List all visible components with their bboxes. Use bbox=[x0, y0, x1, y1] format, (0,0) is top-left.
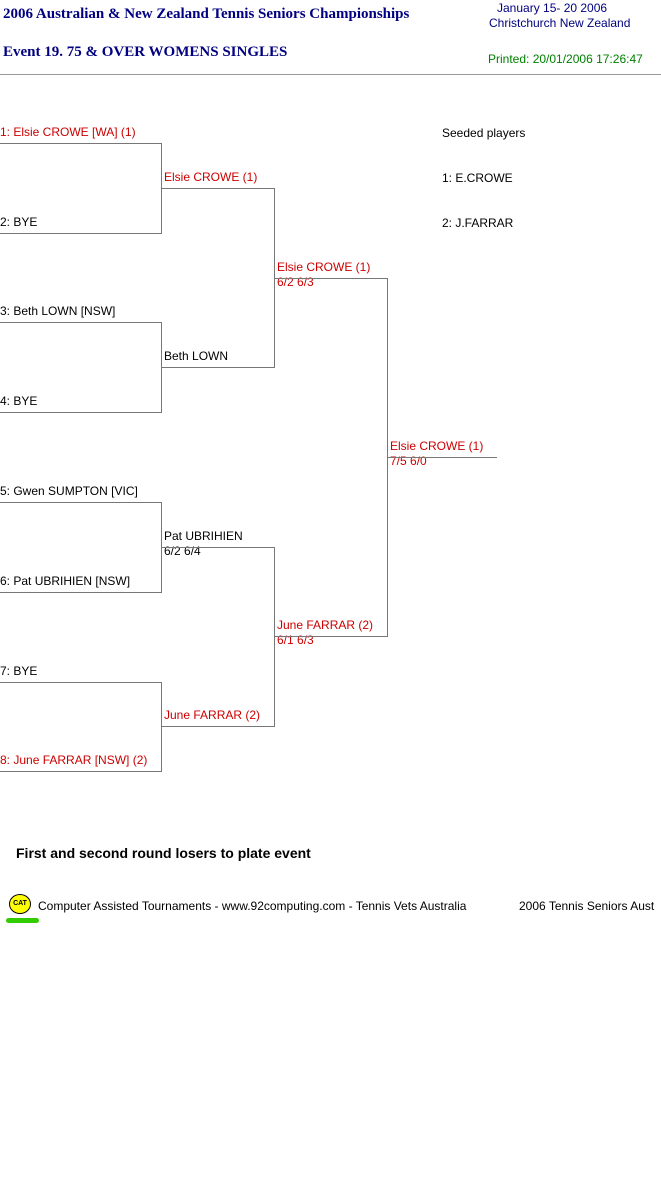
round2-line-2 bbox=[161, 367, 274, 368]
round2-connector-2 bbox=[274, 547, 275, 727]
round1-player-7: 7: BYE bbox=[0, 664, 38, 678]
round2-player-4: June FARRAR (2) bbox=[164, 708, 261, 722]
round1-line-7 bbox=[0, 682, 161, 683]
round1-line-6 bbox=[0, 592, 161, 593]
round1-line-1 bbox=[0, 143, 161, 144]
round2-line-1 bbox=[161, 188, 274, 189]
round1-line-2 bbox=[0, 233, 161, 234]
semi-line-2 bbox=[274, 636, 387, 637]
seed-2: 2: J.FARRAR bbox=[442, 216, 514, 230]
round2-player-2: Beth LOWN bbox=[164, 349, 229, 363]
round2-player-1: Elsie CROWE (1) bbox=[164, 170, 258, 184]
logo-underline bbox=[6, 918, 39, 923]
seed-1: 1: E.CROWE bbox=[442, 171, 513, 185]
seeded-players-heading: Seeded players bbox=[442, 126, 526, 140]
round1-player-3: 3: Beth LOWN [NSW] bbox=[0, 304, 116, 318]
semi-player-2: June FARRAR (2) bbox=[277, 618, 374, 632]
championship-title: 2006 Australian & New Zealand Tennis Sen… bbox=[3, 6, 410, 22]
event-location: Christchurch New Zealand bbox=[489, 16, 631, 30]
round2-line-3 bbox=[161, 547, 274, 548]
final-line bbox=[387, 457, 497, 458]
header-divider bbox=[0, 74, 661, 75]
event-title: Event 19. 75 & OVER WOMENS SINGLES bbox=[3, 44, 288, 60]
final-winner: Elsie CROWE (1) bbox=[390, 439, 484, 453]
footer-right: 2006 Tennis Seniors Aust bbox=[519, 899, 655, 913]
round1-line-4 bbox=[0, 412, 161, 413]
plate-event-note: First and second round losers to plate e… bbox=[16, 845, 311, 861]
round1-player-4: 4: BYE bbox=[0, 394, 38, 408]
cat-logo-icon: CAT bbox=[9, 894, 31, 914]
round2-line-4 bbox=[161, 726, 274, 727]
round1-player-5: 5: Gwen SUMPTON [VIC] bbox=[0, 484, 138, 498]
round1-player-6: 6: Pat UBRIHIEN [NSW] bbox=[0, 574, 131, 588]
printed-timestamp: Printed: 20/01/2006 17:26:47 bbox=[488, 52, 643, 66]
round1-connector-4 bbox=[161, 682, 162, 772]
round1-line-3 bbox=[0, 322, 161, 323]
round1-player-1: 1: Elsie CROWE [WA] (1) bbox=[0, 125, 136, 139]
event-dates: January 15- 20 2006 bbox=[497, 1, 608, 15]
round1-player-2: 2: BYE bbox=[0, 215, 38, 229]
footer-credit: Computer Assisted Tournaments - www.92co… bbox=[38, 899, 467, 913]
round1-line-5 bbox=[0, 502, 161, 503]
round1-player-8: 8: June FARRAR [NSW] (2) bbox=[0, 753, 148, 767]
round1-line-8 bbox=[0, 771, 161, 772]
semi-player-1: Elsie CROWE (1) bbox=[277, 260, 371, 274]
round2-player-3: Pat UBRIHIEN bbox=[164, 529, 243, 543]
semi-line-1 bbox=[274, 278, 387, 279]
